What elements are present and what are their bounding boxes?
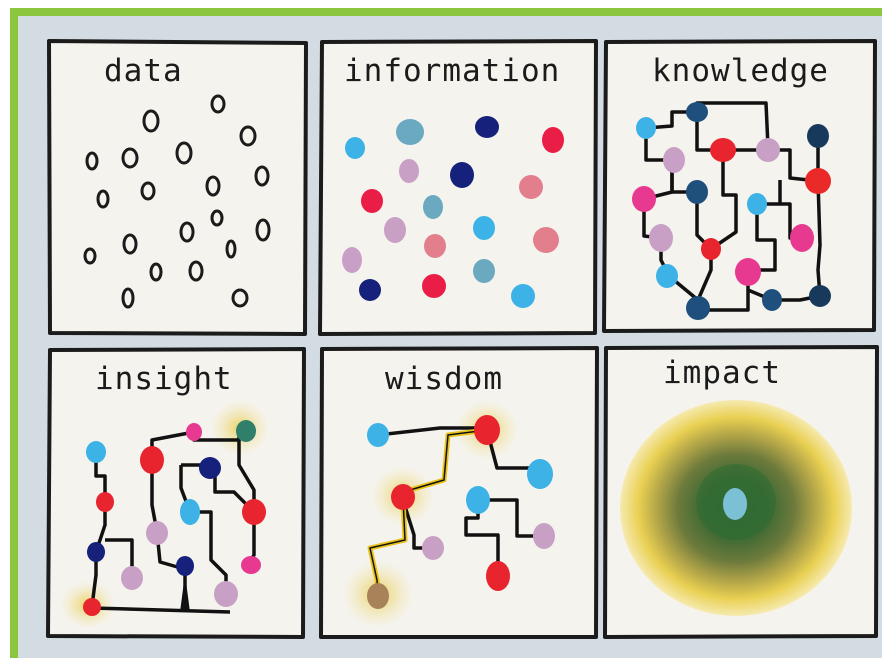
wisdom-nodes <box>367 415 555 609</box>
label-data: data <box>104 53 183 89</box>
label-information: information <box>344 53 561 89</box>
label-insight: insight <box>95 361 233 397</box>
insight-spike <box>180 574 190 612</box>
panel-data-box <box>47 39 308 336</box>
panel-information-box <box>318 39 598 336</box>
data-zeros <box>83 94 271 309</box>
label-knowledge: knowledge <box>652 53 829 89</box>
label-impact: impact <box>663 355 781 391</box>
knowledge-nodes <box>632 102 831 320</box>
insight-nodes <box>83 420 266 616</box>
impact-rings <box>620 400 852 616</box>
information-dots <box>342 116 564 308</box>
label-wisdom: wisdom <box>385 361 503 397</box>
